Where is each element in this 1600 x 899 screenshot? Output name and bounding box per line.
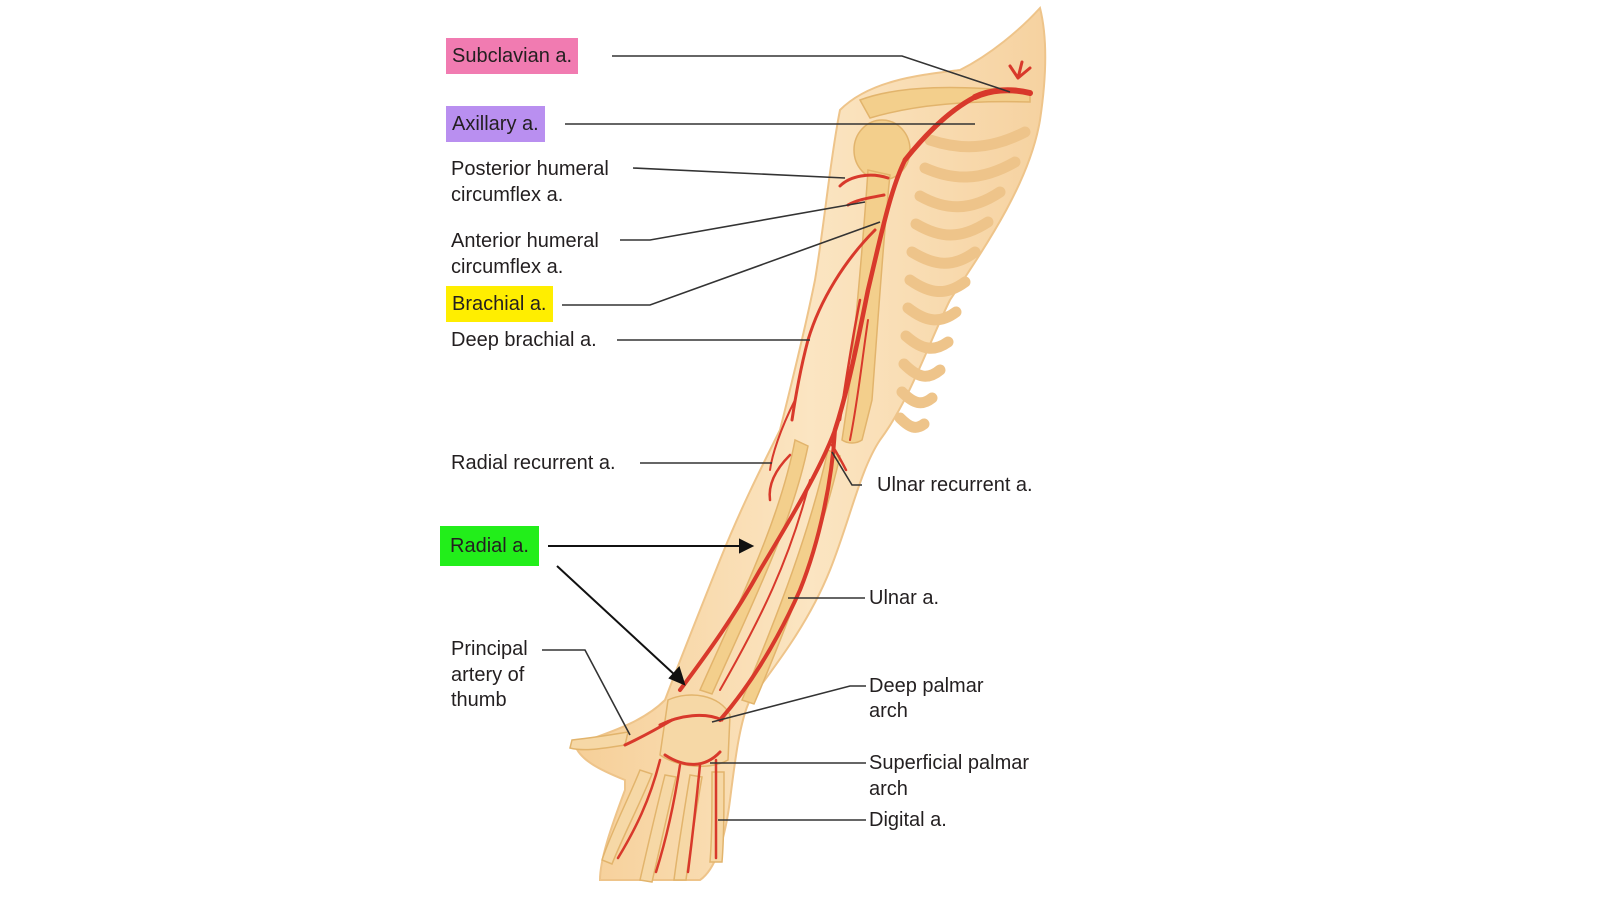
label-digital: Digital a. [869, 809, 947, 831]
brachial-artery [832, 157, 908, 433]
label-principal-thumb-line2: artery of [451, 664, 525, 686]
label-subclavian: Subclavian a. [446, 38, 579, 74]
posterior-humeral-circumflex [838, 173, 890, 188]
label-ulnar: Ulnar a. [869, 587, 940, 609]
label-axillary: Axillary a. [446, 106, 545, 142]
forearm-bones [698, 438, 841, 705]
label-anterior-humeral-line1: Anterior humeral [451, 230, 599, 252]
ulnar-artery [718, 428, 837, 722]
label-deep-palmar-line1: Deep palmar [869, 675, 984, 697]
ribs [894, 126, 1031, 433]
label-principal-thumb-line3: thumb [451, 689, 507, 711]
label-radial-recurrent: Radial recurrent a. [451, 452, 616, 474]
label-superficial-palmar-line2: arch [869, 778, 908, 800]
subclavian-artery [972, 87, 1033, 100]
radial-recurrent-artery [768, 453, 792, 502]
label-posterior-humeral-line2: circumflex a. [451, 184, 564, 206]
label-principal-thumb-line1: Principal [451, 638, 528, 660]
digital-arteries [616, 758, 718, 874]
radial-arrows [548, 538, 755, 686]
label-deep-palmar-line2: arch [869, 700, 908, 722]
hand-bones [569, 694, 731, 883]
label-brachial: Brachial a. [446, 286, 553, 322]
label-radial: Radial a. [440, 526, 539, 566]
radial-artery [678, 428, 837, 692]
label-anterior-humeral-line2: circumflex a. [451, 256, 564, 278]
deep-palmar-arch [658, 714, 724, 727]
ulnar-recurrent-artery [830, 443, 848, 472]
label-ulnar-recurrent: Ulnar recurrent a. [877, 474, 1033, 496]
leader-lines [542, 55, 1011, 821]
label-superficial-palmar-line1: Superficial palmar [869, 752, 1030, 774]
label-posterior-humeral-line1: Posterior humeral [451, 158, 609, 180]
superficial-palmar-arch [663, 750, 722, 766]
label-deep-brachial: Deep brachial a. [451, 329, 597, 351]
